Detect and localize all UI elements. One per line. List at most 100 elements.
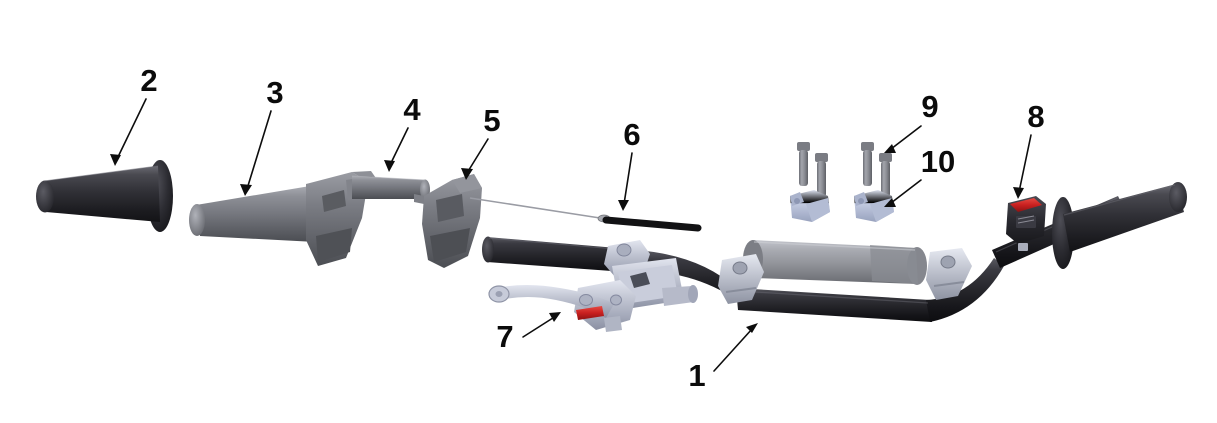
kill-switch-button xyxy=(1010,198,1042,212)
callout-6: 6 xyxy=(618,117,641,211)
lever-pivot-bolt xyxy=(579,294,593,306)
part-throttle-tube-grip xyxy=(189,171,378,266)
callout-layer: 1 2 3 4 xyxy=(110,63,1045,393)
callout-9: 9 xyxy=(884,89,939,153)
outlet-end xyxy=(688,285,698,303)
lever-switch-red xyxy=(576,306,604,320)
callout-8-arrowhead xyxy=(1013,187,1024,199)
callout-1: 1 xyxy=(688,323,758,393)
throttle-cable-inner xyxy=(469,197,601,219)
callout-7: 7 xyxy=(496,312,561,354)
part-clamp-bolts-right-pair xyxy=(861,142,892,197)
callout-6-arrowhead xyxy=(618,200,629,211)
handlebar-lower-run xyxy=(736,288,932,322)
callout-5-number: 5 xyxy=(483,103,500,138)
part-right-grip xyxy=(1052,182,1187,269)
clamp-right-seam xyxy=(933,281,965,287)
lever-dark-detail xyxy=(630,272,650,288)
part-kill-switch xyxy=(1006,196,1046,251)
callout-9-number: 9 xyxy=(921,89,938,124)
left-grip-body xyxy=(44,166,160,222)
throttle-tube-highlight xyxy=(351,175,426,181)
callout-2-arrowhead xyxy=(110,154,121,166)
callout-2-number: 2 xyxy=(140,63,157,98)
throttle-housing-nipple xyxy=(414,194,424,204)
callout-3-leader xyxy=(246,110,272,190)
handlebar-left-straight xyxy=(487,237,640,273)
callout-4-number: 4 xyxy=(403,92,421,127)
clamp-left-seam xyxy=(725,287,757,293)
callout-9-arrowhead xyxy=(884,144,896,153)
throttle-grip-housing-shadow xyxy=(316,228,352,262)
handlebar-clamp-right-mounted xyxy=(926,248,972,300)
callout-2-leader xyxy=(116,98,147,160)
callout-5-leader xyxy=(466,138,489,174)
handlebar-clamp-left-mounted xyxy=(718,254,764,304)
throttle-housing-recess xyxy=(436,194,464,222)
clamp-right-bolt-head xyxy=(940,255,956,269)
callout-9-leader xyxy=(890,125,922,150)
bolt-head-b xyxy=(815,153,828,162)
kill-switch-label-text xyxy=(1017,215,1035,224)
part-crossbar-pad xyxy=(743,240,927,285)
part-clutch-lever-assembly xyxy=(488,240,698,332)
throttle-grip-end-cap xyxy=(189,204,205,236)
bolt-head-a xyxy=(797,142,810,151)
callout-10-arrowhead xyxy=(884,198,896,207)
lever-adjuster-bolt xyxy=(610,294,622,306)
part-handlebar-clamp-right xyxy=(854,190,894,222)
clamp-left-loose-hole xyxy=(794,198,800,204)
left-grip-end-cap xyxy=(36,180,54,213)
callout-1-leader xyxy=(713,328,753,372)
part-handlebar-clamp-left xyxy=(790,190,830,222)
throttle-grip-housing-recess xyxy=(322,190,346,212)
right-grip-end-cap xyxy=(1169,182,1187,212)
callout-8-number: 8 xyxy=(1027,99,1044,134)
throttle-housing-shadow xyxy=(430,228,470,262)
callout-4-arrowhead xyxy=(384,160,395,172)
handlebar-left-end xyxy=(482,236,494,263)
clamp-left-bolt-head xyxy=(732,261,748,275)
callout-3: 3 xyxy=(240,75,284,196)
right-grip-body xyxy=(1063,184,1184,252)
part-left-grip xyxy=(36,160,173,232)
handlebar-right-bend xyxy=(926,258,1004,322)
callout-8-leader xyxy=(1018,134,1032,193)
lever-perch-bolt xyxy=(616,243,632,257)
callout-6-number: 6 xyxy=(623,117,640,152)
callout-2: 2 xyxy=(110,63,158,166)
throttle-tube-body xyxy=(352,176,426,199)
callout-3-arrowhead xyxy=(240,184,252,196)
callout-5: 5 xyxy=(461,103,501,180)
clamp-right-body xyxy=(926,248,972,300)
left-grip-highlight xyxy=(43,165,159,182)
throttle-grip-body xyxy=(196,186,316,242)
callout-4: 4 xyxy=(384,92,421,172)
callout-1-number: 1 xyxy=(688,358,705,393)
part-throttle-cable xyxy=(469,197,702,232)
throttle-housing-top xyxy=(452,174,482,193)
lever-blade xyxy=(496,285,614,318)
bolt-shank-c xyxy=(863,150,872,186)
clamp-left-loose-face xyxy=(806,198,830,222)
callout-10-number: 10 xyxy=(921,144,955,179)
callout-8: 8 xyxy=(1013,99,1045,199)
callout-6-leader xyxy=(623,152,633,205)
throttle-cable-outer xyxy=(602,216,702,232)
callout-1-arrowhead xyxy=(746,323,758,333)
callout-7-leader xyxy=(522,315,557,338)
handlebar-highlight-lower xyxy=(739,290,929,304)
bolt-shank-d xyxy=(881,161,890,197)
kill-switch-mount-bracket xyxy=(1018,243,1028,251)
part-throttle-housing xyxy=(414,174,482,268)
callout-7-number: 7 xyxy=(496,319,513,354)
lever-ball-hole xyxy=(495,291,503,297)
lever-lower-tab xyxy=(604,316,622,332)
callout-4-leader xyxy=(389,127,409,166)
callout-5-arrowhead xyxy=(461,168,473,180)
callout-10: 10 xyxy=(884,144,955,207)
bolt-head-c xyxy=(861,142,874,151)
master-cylinder-outlet xyxy=(662,286,694,306)
